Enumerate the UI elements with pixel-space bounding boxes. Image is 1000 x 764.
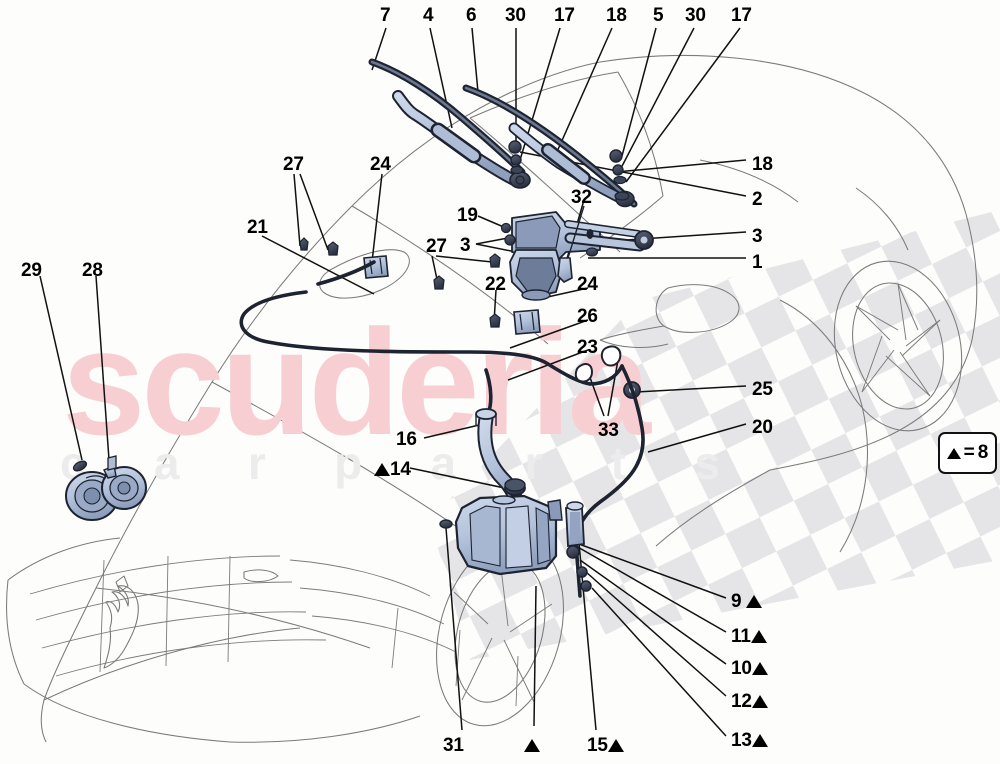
washer-nozzles — [574, 345, 622, 383]
watermark-scuderia: scuderia — [62, 298, 651, 466]
callout-3b[interactable]: 3 — [752, 226, 763, 247]
callout-14-value: 14 — [390, 459, 411, 480]
callout-17a[interactable]: 17 — [554, 5, 575, 26]
triangle-icon — [374, 463, 390, 476]
hose-clip-24a — [363, 255, 389, 279]
wm-letter: p — [334, 437, 363, 489]
callout-17b[interactable]: 17 — [731, 5, 752, 26]
callout-24b[interactable]: 24 — [577, 274, 598, 295]
leader-lines — [39, 27, 747, 737]
callout-28[interactable]: 28 — [82, 260, 103, 281]
callout-27b[interactable]: 27 — [426, 236, 447, 257]
triangle-icon — [607, 739, 624, 752]
legend-equals: = — [963, 442, 975, 463]
wiper-arm-left — [392, 90, 531, 189]
callout-14[interactable]: 14 — [374, 460, 411, 479]
triangle-icon — [524, 739, 540, 752]
callout-23[interactable]: 23 — [577, 337, 598, 358]
wiper-arm-right — [508, 122, 635, 208]
callout-13[interactable]: 13 — [731, 731, 768, 750]
triangle-icon — [751, 734, 768, 747]
triangle-icon — [751, 695, 768, 708]
callout-30b[interactable]: 30 — [685, 5, 706, 26]
callout-33[interactable]: 33 — [598, 420, 619, 441]
small-fasteners — [299, 222, 641, 399]
callout-29[interactable]: 29 — [21, 260, 42, 281]
callout-32[interactable]: 32 — [571, 187, 592, 208]
callout-24a[interactable]: 24 — [370, 154, 391, 175]
callout-21[interactable]: 21 — [247, 217, 268, 238]
horns-assembly — [65, 455, 147, 521]
callout-16[interactable]: 16 — [396, 429, 417, 450]
callout-6[interactable]: 6 — [466, 5, 477, 26]
wm-letter: r — [247, 437, 266, 489]
legend-box: = 8 — [938, 432, 997, 474]
callout-9-value: 9 — [731, 591, 742, 612]
triangle-icon — [751, 662, 768, 675]
callout-18a[interactable]: 18 — [606, 5, 627, 26]
front-grille — [29, 555, 519, 707]
callout-30a[interactable]: 30 — [505, 5, 526, 26]
callout-15[interactable]: 15 — [587, 736, 624, 755]
triangle-icon — [946, 447, 961, 459]
callout-18b[interactable]: 18 — [752, 154, 773, 175]
callout-12-value: 12 — [731, 691, 752, 712]
callout-19[interactable]: 19 — [457, 205, 478, 226]
callout-1[interactable]: 1 — [752, 252, 763, 273]
prancing-horse-emblem — [103, 585, 139, 669]
callout-27a[interactable]: 27 — [283, 154, 304, 175]
callout-3a[interactable]: 3 — [460, 235, 471, 256]
washer-reservoir-tank — [439, 494, 592, 592]
triangle-icon — [746, 595, 763, 608]
legend-value: 8 — [977, 442, 989, 463]
wm-letter: s — [694, 437, 720, 489]
callout-11[interactable]: 11 — [731, 627, 767, 646]
callout-2[interactable]: 2 — [752, 189, 763, 210]
wiper-blade-left — [368, 58, 526, 176]
pivot-fasteners — [508, 140, 630, 201]
callout-10[interactable]: 10 — [731, 659, 768, 678]
callout-7[interactable]: 7 — [380, 5, 391, 26]
callout-26[interactable]: 26 — [577, 306, 598, 327]
triangle-icon — [750, 630, 767, 643]
callout-25[interactable]: 25 — [752, 379, 773, 400]
wm-letter: a — [153, 437, 180, 489]
callout-triangle-standalone[interactable] — [524, 736, 540, 755]
callout-4[interactable]: 4 — [423, 5, 434, 26]
callout-10-value: 10 — [731, 658, 752, 679]
callout-15-value: 15 — [587, 735, 608, 756]
callout-22[interactable]: 22 — [485, 274, 506, 295]
callout-13-value: 13 — [731, 730, 752, 751]
wm-letter: r — [524, 437, 543, 489]
callout-20[interactable]: 20 — [752, 417, 773, 438]
hose-clip-24b — [513, 309, 541, 335]
wm-letter: t — [610, 437, 626, 489]
washer-cap-14 — [504, 478, 526, 496]
callout-31[interactable]: 31 — [443, 735, 464, 756]
callout-11-value: 11 — [731, 626, 751, 647]
wm-letter: a — [430, 437, 457, 489]
callout-9[interactable]: 9 — [731, 591, 763, 612]
callout-12[interactable]: 12 — [731, 692, 768, 711]
callout-5[interactable]: 5 — [653, 5, 664, 26]
wiper-motor-linkage — [509, 205, 654, 301]
